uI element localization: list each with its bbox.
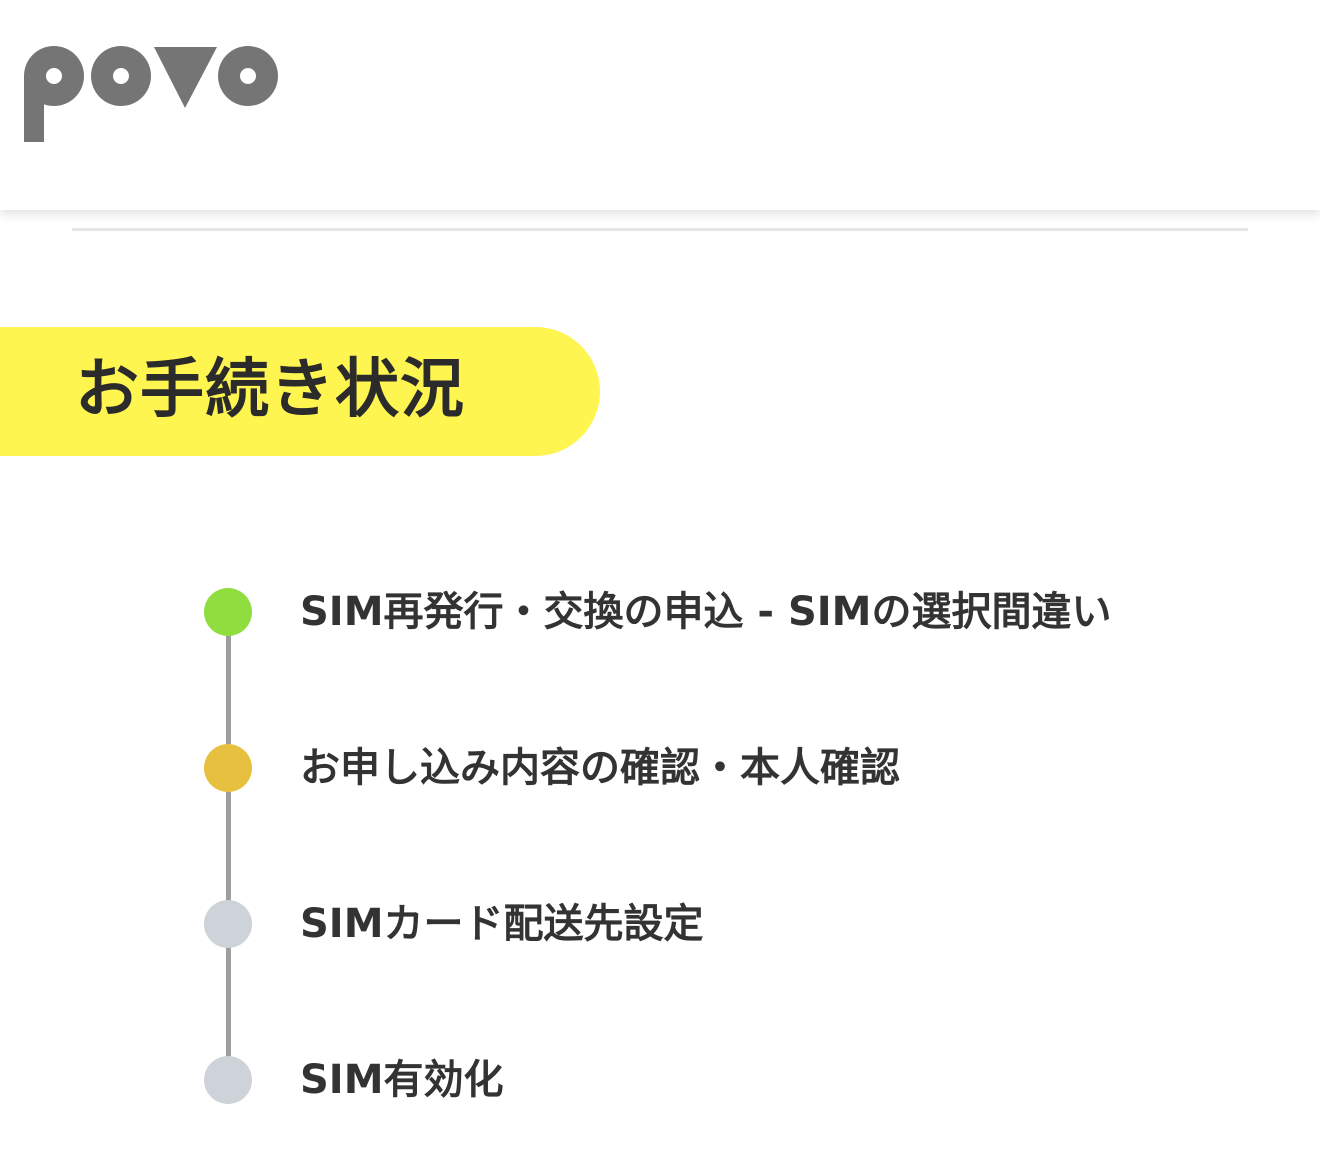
step-current-indicator-icon xyxy=(204,744,252,792)
stepper-connector-line xyxy=(226,630,231,1080)
step-pending-indicator-icon xyxy=(204,900,252,948)
section-banner: お手続き状況 xyxy=(0,327,600,456)
povo-logo[interactable] xyxy=(24,46,280,148)
step-completed-indicator-icon xyxy=(204,588,252,636)
divider xyxy=(72,228,1248,231)
section-title: お手続き状況 xyxy=(75,353,465,427)
step-2-label: お申し込み内容の確認・本人確認 xyxy=(300,745,900,791)
step-4-label: SIM有効化 xyxy=(300,1057,504,1103)
step-3-label: SIMカード配送先設定 xyxy=(300,901,704,947)
header xyxy=(0,0,1320,210)
step-1-label: SIM再発行・交換の申込 - SIMの選択間違い xyxy=(300,589,1112,635)
step-pending-indicator-icon xyxy=(204,1056,252,1104)
